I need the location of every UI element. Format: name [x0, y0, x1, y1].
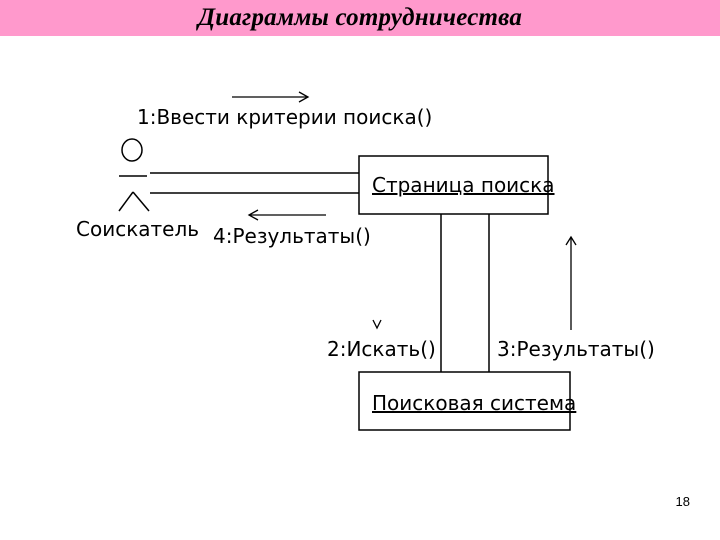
actor-figure	[118, 138, 150, 212]
actor-leg-left	[118, 191, 134, 212]
message-4-label: 4:Результаты()	[213, 224, 371, 248]
message-1-label: 1:Ввести критерии поиска()	[137, 105, 432, 129]
link-actor-page	[150, 172, 359, 194]
message-2-label: 2:Искать()	[327, 337, 436, 361]
search-system-label: Поисковая система	[372, 391, 576, 415]
message-4-arrow	[247, 209, 326, 221]
actor-label: Соискатель	[76, 217, 199, 241]
message-3-arrow	[565, 235, 577, 330]
search-page-label: Страница поиска	[372, 173, 555, 197]
actor-head	[121, 138, 143, 162]
actor-leg-right	[132, 191, 150, 212]
search-page-box	[358, 155, 549, 215]
message-1-arrow	[232, 91, 310, 103]
message-2-arrow	[372, 319, 382, 330]
message-3-label: 3:Результаты()	[497, 337, 655, 361]
slide-title: Диаграммы сотрудничества	[197, 4, 523, 31]
search-system-box	[358, 371, 571, 431]
page-number: 18	[675, 494, 690, 509]
link-page-system	[440, 214, 490, 372]
title-bar: Диаграммы сотрудничества	[0, 0, 720, 36]
